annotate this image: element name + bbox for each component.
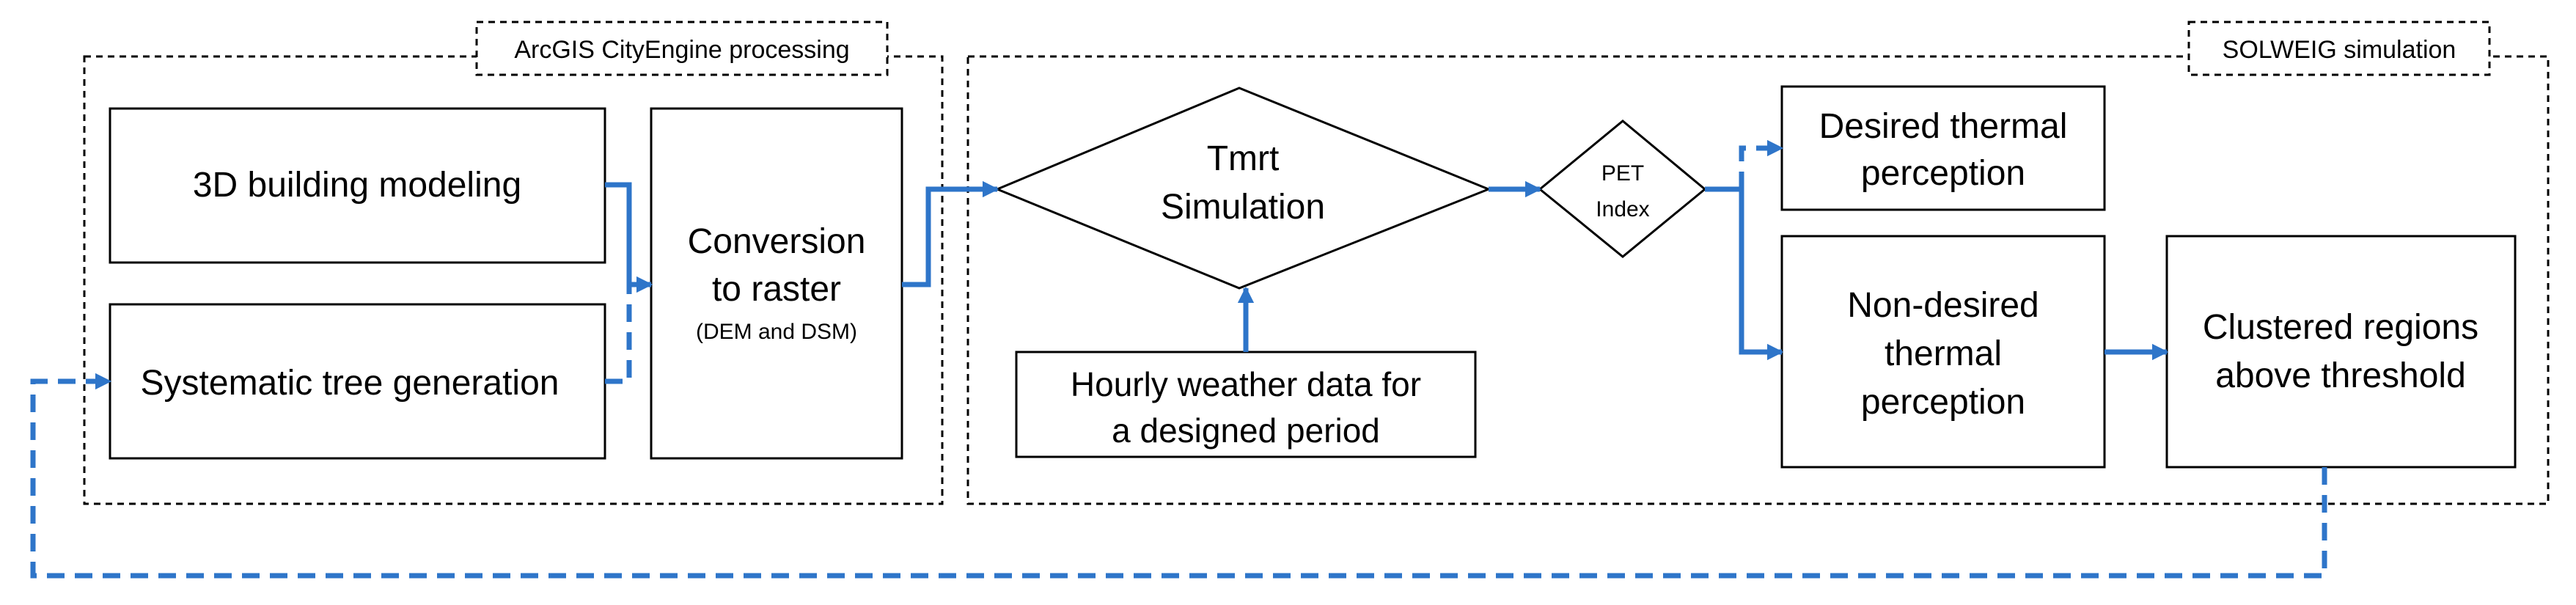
- solweig-group: [966, 55, 2550, 505]
- cityengine-label-box: [475, 21, 889, 76]
- tmrt-text-line2: Simulation: [1161, 188, 1325, 227]
- desired-text-line1: Desired thermal: [1819, 107, 2068, 146]
- tree-generation-box: [109, 303, 606, 460]
- desired-perception-box: [1780, 85, 2106, 211]
- conversion-text-line2: to raster: [712, 270, 841, 309]
- tree-generation-text: Systematic tree generation: [141, 364, 559, 403]
- arrow-feedback-loop: [30, 373, 2327, 579]
- clustered-text-line2: above threshold: [2215, 356, 2466, 395]
- cityengine-label: ArcGIS CityEngine processing: [514, 36, 849, 64]
- solweig-label-box: [2187, 21, 2491, 76]
- weather-text-line2: a designed period: [1112, 411, 1380, 450]
- weather-text-line1: Hourly weather data for: [1071, 365, 1421, 403]
- arrow-conversion-to-tmrt: [902, 180, 999, 287]
- nondesired-text-line3: perception: [1861, 383, 2025, 422]
- conversion-box: [650, 107, 903, 460]
- building-modeling-box: [109, 107, 606, 264]
- nondesired-text-line2: thermal: [1885, 334, 2002, 373]
- weather-data-box: [1015, 351, 1477, 458]
- conversion-text-sub: (DEM and DSM): [696, 320, 857, 344]
- building-modeling-text: 3D building modeling: [193, 166, 521, 205]
- clustered-regions-box: [2165, 235, 2517, 469]
- pet-text-line1: PET: [1601, 161, 1644, 186]
- arrow-tree-to-conversion: [605, 285, 632, 384]
- conversion-text-line1: Conversion: [688, 222, 866, 261]
- nondesired-text-line1: Non-desired: [1847, 286, 2039, 325]
- nondesired-perception-box: [1780, 235, 2106, 469]
- arrow-pet-to-nondesired: [1705, 186, 1784, 361]
- clustered-text-line1: Clustered regions: [2203, 308, 2478, 347]
- solweig-label: SOLWEIG simulation: [2223, 36, 2456, 64]
- pet-text-line2: Index: [1596, 197, 1649, 221]
- tmrt-text-line1: Tmrt: [1207, 139, 1280, 178]
- desired-text-line2: perception: [1861, 154, 2025, 193]
- arrow-pet-to-desired: [1739, 139, 1784, 189]
- arrow-building-to-conversion: [605, 182, 653, 293]
- pet-index-diamond: [1538, 120, 1707, 258]
